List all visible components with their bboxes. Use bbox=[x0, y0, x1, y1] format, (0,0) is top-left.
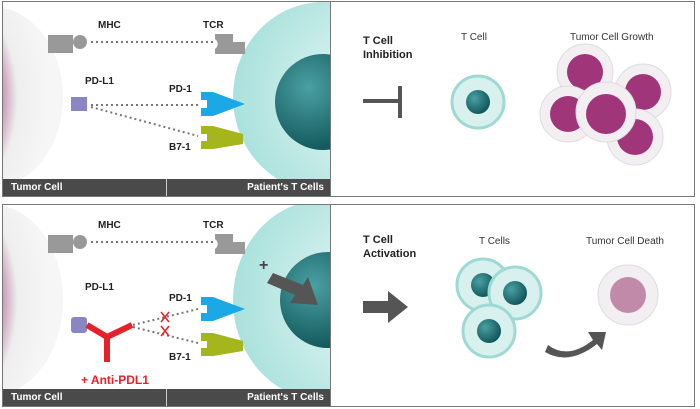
t-cells-result-label: T Cells bbox=[479, 236, 510, 247]
tumor-cell bbox=[3, 206, 63, 394]
footer-divider bbox=[166, 179, 167, 196]
mhc-label: MHC bbox=[98, 20, 121, 31]
tumor-cell bbox=[3, 7, 63, 187]
result-heading: T Cell Inhibition bbox=[363, 35, 413, 61]
result-graphic bbox=[363, 43, 672, 166]
pd1-label: PD-1 bbox=[169, 293, 192, 304]
plus-sign: + bbox=[259, 257, 269, 274]
interaction-diagram: MHC TCR PD-L1 PD-1 B7-1 Tumor Cell Patie… bbox=[3, 2, 331, 196]
footer-divider bbox=[166, 389, 167, 406]
tcr-label: TCR bbox=[203, 220, 224, 231]
t-cells-label: Patient's T Cells bbox=[247, 182, 324, 193]
tumor-death-label: Tumor Cell Death bbox=[586, 236, 664, 247]
b71-receptor bbox=[201, 126, 243, 149]
dying-tumor-cell bbox=[597, 264, 659, 326]
pdl1-label: PD-L1 bbox=[85, 282, 114, 293]
anti-pdl1-antibody bbox=[85, 322, 134, 362]
mhc-receptor bbox=[48, 35, 87, 53]
activation-arrow-icon bbox=[363, 291, 408, 323]
block-x-icons bbox=[160, 311, 170, 337]
inhibition-panel: MHC TCR PD-L1 PD-1 B7-1 Tumor Cell Patie… bbox=[2, 1, 695, 197]
curved-arrow-icon bbox=[545, 332, 606, 358]
tumor-cell-cluster bbox=[539, 43, 672, 166]
mhc-label: MHC bbox=[98, 220, 121, 231]
pd1-label: PD-1 bbox=[169, 84, 192, 95]
pd1-receptor bbox=[201, 297, 245, 321]
t-cell-label: T Cell bbox=[461, 32, 487, 43]
blocked-interaction-graphic bbox=[3, 205, 330, 400]
tcr-receptor bbox=[215, 234, 245, 254]
cell-type-footer: Tumor Cell Patient's T Cells bbox=[3, 389, 330, 406]
b71-label: B7-1 bbox=[169, 352, 191, 363]
blocked-pd1-link bbox=[132, 308, 199, 326]
t-cell-nucleus bbox=[275, 54, 330, 150]
activation-arrow bbox=[267, 273, 318, 305]
pdl1-b71-link bbox=[90, 106, 199, 137]
pdl1-receptor bbox=[71, 317, 87, 333]
pdl1-receptor bbox=[71, 97, 87, 111]
pd1-receptor bbox=[201, 92, 245, 116]
t-cell-cluster bbox=[455, 257, 543, 359]
b71-label: B7-1 bbox=[169, 142, 191, 153]
mhc-receptor bbox=[48, 235, 87, 253]
anti-pdl1-label: + Anti-PDL1 bbox=[81, 373, 149, 387]
activation-panel: MHC TCR + PD-L1 PD-1 B7-1 + Anti-PDL1 Tu… bbox=[2, 204, 695, 407]
tumor-growth-label: Tumor Cell Growth bbox=[570, 32, 654, 43]
b71-receptor bbox=[201, 333, 243, 356]
blocked-interaction-diagram: MHC TCR + PD-L1 PD-1 B7-1 + Anti-PDL1 Tu… bbox=[3, 205, 331, 406]
single-t-cell-nucleus bbox=[466, 90, 490, 114]
pdl1-label: PD-L1 bbox=[85, 76, 114, 87]
tcr-receptor bbox=[215, 34, 245, 54]
inhibition-icon bbox=[363, 86, 402, 118]
t-cells-label: Patient's T Cells bbox=[247, 392, 324, 403]
result-graphic bbox=[363, 257, 659, 359]
cell-type-footer: Tumor Cell Patient's T Cells bbox=[3, 179, 330, 196]
result-heading: T Cell Activation bbox=[363, 234, 417, 260]
tcr-label: TCR bbox=[203, 20, 224, 31]
tumor-cell-label: Tumor Cell bbox=[11, 182, 63, 193]
interaction-graphic bbox=[3, 2, 330, 192]
blocked-b71-link bbox=[132, 326, 199, 344]
tumor-cell-label: Tumor Cell bbox=[11, 392, 63, 403]
